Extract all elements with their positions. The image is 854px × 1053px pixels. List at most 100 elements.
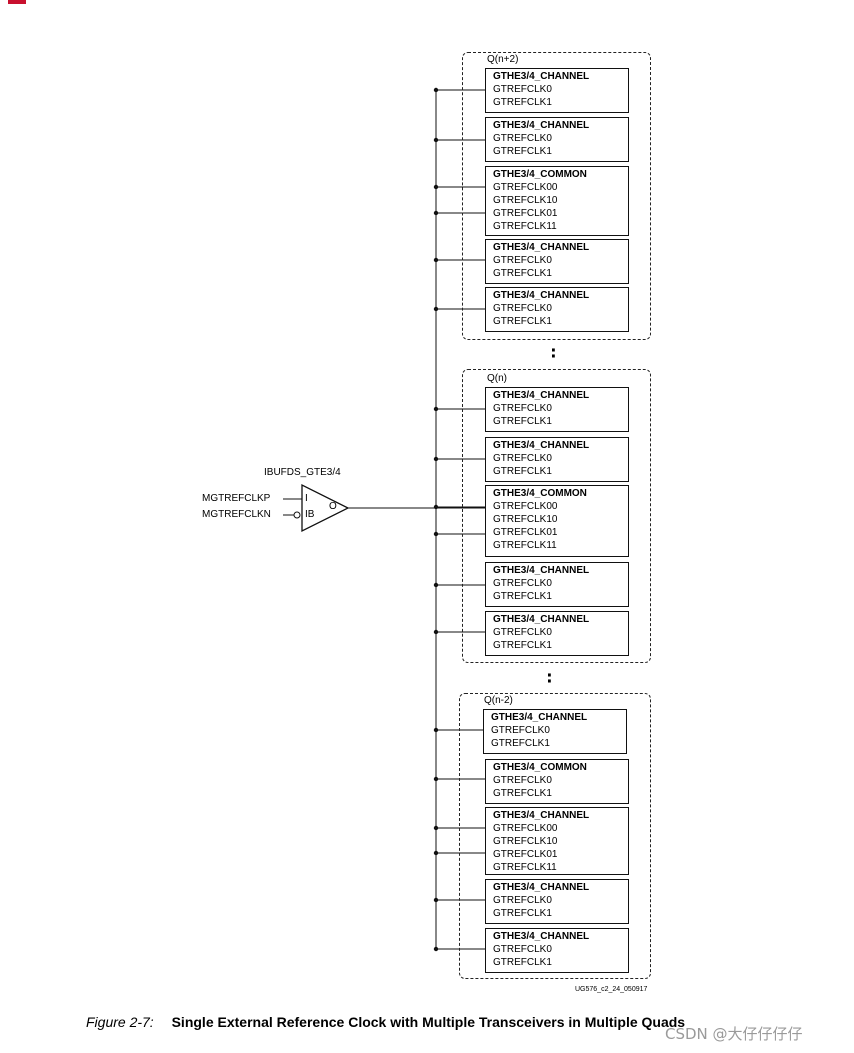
junction-dot [433, 184, 439, 190]
port-label: GTREFCLK10 [493, 514, 558, 525]
port-label: GTREFCLK00 [493, 823, 558, 834]
common-block: GTHE3/4_COMMON GTREFCLK00 GTREFCLK10 GTR… [485, 485, 629, 557]
port-label: GTREFCLK0 [493, 84, 552, 95]
junction-dot [433, 456, 439, 462]
port-label: GTREFCLK10 [493, 836, 558, 847]
channel-block: GTHE3/4_CHANNEL GTREFCLK0 GTREFCLK1 [485, 68, 629, 113]
channel-block: GTHE3/4_CHANNEL GTREFCLK0 GTREFCLK1 [485, 387, 629, 432]
port-label: GTREFCLK1 [491, 738, 550, 749]
ellipsis-dots: ·· [550, 340, 558, 368]
channel-block: GTHE3/4_CHANNEL GTREFCLK00 GTREFCLK10 GT… [485, 807, 629, 875]
port-label: GTREFCLK1 [493, 908, 552, 919]
channel-block: GTHE3/4_CHANNEL GTREFCLK0 GTREFCLK1 [485, 611, 629, 656]
port-label: GTREFCLK01 [493, 527, 558, 538]
channel-block: GTHE3/4_CHANNEL GTREFCLK0 GTREFCLK1 [485, 562, 629, 607]
port-label: GTREFCLK01 [493, 849, 558, 860]
port-label: GTREFCLK1 [493, 591, 552, 602]
junction-dot [433, 406, 439, 412]
block-title: GTHE3/4_CHANNEL [493, 290, 590, 301]
quad-n-plus-2: Q(n+2) [462, 52, 651, 340]
port-label: GTREFCLK1 [493, 466, 552, 477]
port-label: GTREFCLK01 [493, 208, 558, 219]
junction-dot [433, 531, 439, 537]
block-title: GTHE3/4_CHANNEL [493, 390, 590, 401]
quad-label: Q(n-2) [484, 695, 513, 706]
junction-dot [433, 87, 439, 93]
block-title: GTHE3/4_CHANNEL [493, 565, 590, 576]
common-block: GTHE3/4_COMMON GTREFCLK0 GTREFCLK1 [485, 759, 629, 804]
port-label: GTREFCLK0 [493, 303, 552, 314]
port-label: GTREFCLK1 [493, 268, 552, 279]
port-label: GTREFCLK1 [493, 97, 552, 108]
pin-i-label: I [305, 493, 308, 504]
block-title: GTHE3/4_COMMON [493, 488, 587, 499]
junction-dot [433, 776, 439, 782]
input-p-label: MGTREFCLKP [202, 493, 271, 504]
block-title: GTHE3/4_CHANNEL [493, 242, 590, 253]
port-label: GTREFCLK11 [493, 540, 557, 551]
quad-label: Q(n) [487, 373, 507, 384]
block-title: GTHE3/4_CHANNEL [493, 120, 590, 131]
block-title: GTHE3/4_COMMON [493, 169, 587, 180]
buffer-name: IBUFDS_GTE3/4 [264, 467, 341, 478]
port-label: GTREFCLK1 [493, 957, 552, 968]
input-n-label: MGTREFCLKN [202, 509, 271, 520]
quad-n-minus-2: Q(n-2) [459, 693, 651, 979]
junction-dot [433, 825, 439, 831]
port-label: GTREFCLK0 [493, 403, 552, 414]
port-label: GTREFCLK0 [493, 944, 552, 955]
port-label: GTREFCLK11 [493, 221, 557, 232]
channel-block: GTHE3/4_CHANNEL GTREFCLK0 GTREFCLK1 [485, 287, 629, 332]
port-label: GTREFCLK0 [493, 578, 552, 589]
channel-block: GTHE3/4_CHANNEL GTREFCLK0 GTREFCLK1 [485, 239, 629, 284]
port-label: GTREFCLK0 [491, 725, 550, 736]
port-label: GTREFCLK1 [493, 788, 552, 799]
watermark: CSDN @大仔仔仔仔 [665, 1025, 803, 1043]
block-title: GTHE3/4_CHANNEL [493, 614, 590, 625]
block-title: GTHE3/4_CHANNEL [493, 71, 590, 82]
block-title: GTHE3/4_COMMON [493, 762, 587, 773]
block-title: GTHE3/4_CHANNEL [493, 931, 590, 942]
junction-dot [433, 257, 439, 263]
channel-block: GTHE3/4_CHANNEL GTREFCLK0 GTREFCLK1 [483, 709, 627, 754]
block-title: GTHE3/4_CHANNEL [491, 712, 588, 723]
junction-dot [433, 850, 439, 856]
port-label: GTREFCLK1 [493, 316, 552, 327]
port-label: GTREFCLK00 [493, 501, 558, 512]
document-id: UG576_c2_24_050917 [575, 986, 648, 993]
block-title: GTHE3/4_CHANNEL [493, 810, 590, 821]
quad-n: Q(n) [462, 369, 651, 663]
junction-dot [433, 137, 439, 143]
channel-block: GTHE3/4_CHANNEL GTREFCLK0 GTREFCLK1 [485, 928, 629, 973]
port-label: GTREFCLK1 [493, 416, 552, 427]
junction-dot [433, 582, 439, 588]
junction-dot [433, 727, 439, 733]
port-label: GTREFCLK00 [493, 182, 558, 193]
junction-dot [433, 504, 439, 510]
port-label: GTREFCLK0 [493, 133, 552, 144]
port-label: GTREFCLK1 [493, 640, 552, 651]
quad-label: Q(n+2) [487, 54, 519, 65]
port-label: GTREFCLK0 [493, 775, 552, 786]
pin-ib-label: IB [305, 509, 315, 520]
junction-dot [433, 629, 439, 635]
junction-dot [433, 306, 439, 312]
block-title: GTHE3/4_CHANNEL [493, 440, 590, 451]
port-label: GTREFCLK11 [493, 862, 557, 873]
port-label: GTREFCLK0 [493, 627, 552, 638]
channel-block: GTHE3/4_CHANNEL GTREFCLK0 GTREFCLK1 [485, 437, 629, 482]
port-label: GTREFCLK0 [493, 895, 552, 906]
buffer-triangle [301, 483, 350, 533]
ellipsis-dots: ·· [546, 665, 554, 693]
port-label: GTREFCLK1 [493, 146, 552, 157]
junction-dot [433, 946, 439, 952]
port-label: GTREFCLK0 [493, 453, 552, 464]
common-block: GTHE3/4_COMMON GTREFCLK00 GTREFCLK10 GTR… [485, 166, 629, 236]
channel-block: GTHE3/4_CHANNEL GTREFCLK0 GTREFCLK1 [485, 879, 629, 924]
junction-dot [433, 897, 439, 903]
port-label: GTREFCLK10 [493, 195, 558, 206]
header-accent-bar [8, 0, 26, 4]
figure-number: Figure 2-7: [86, 1014, 154, 1030]
channel-block: GTHE3/4_CHANNEL GTREFCLK0 GTREFCLK1 [485, 117, 629, 162]
